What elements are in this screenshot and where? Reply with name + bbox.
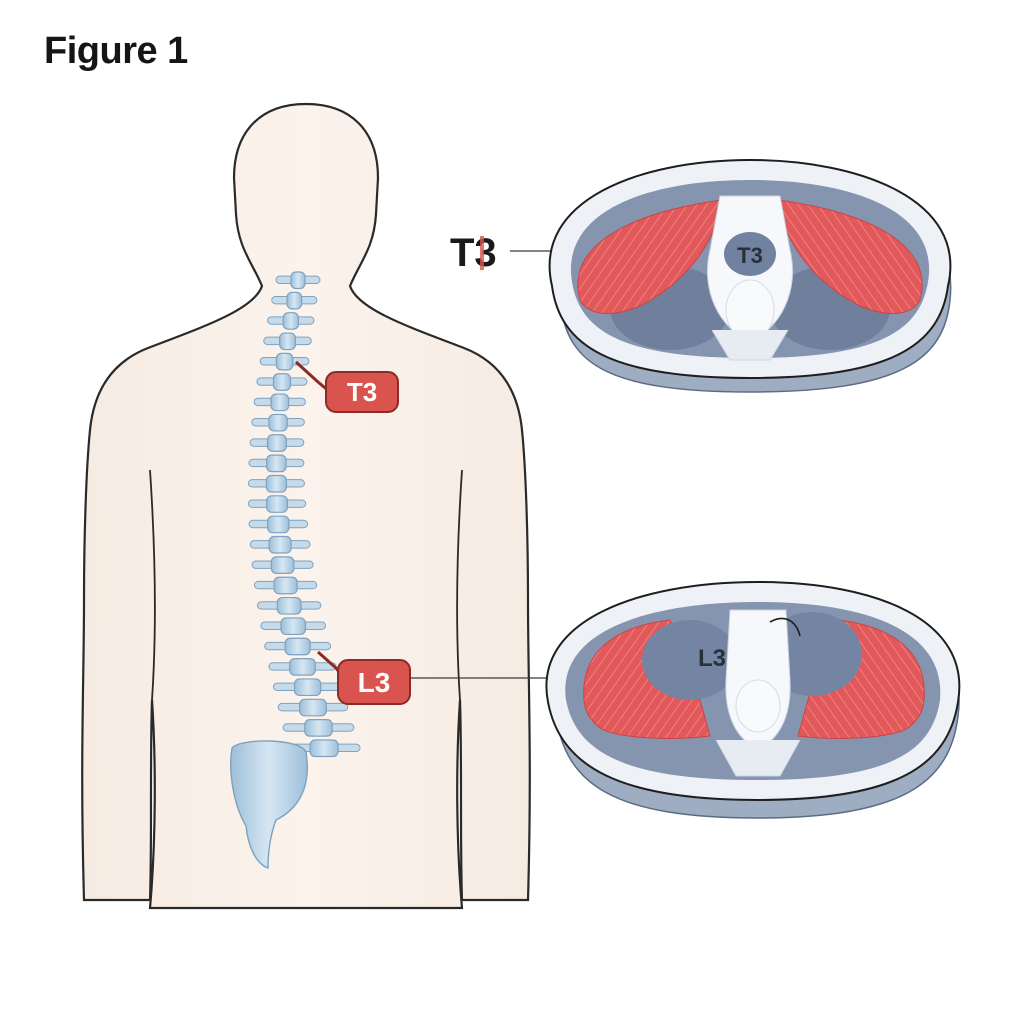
vertebra: [266, 434, 287, 452]
spine-label-t3-text: T3: [347, 377, 377, 407]
spine-label-l3: L3: [317, 650, 411, 705]
sacrum: [230, 740, 308, 869]
spine-label-l3-text: L3: [358, 667, 391, 698]
vertebra: [266, 454, 287, 473]
vertebra: [280, 617, 306, 636]
vertebra: [293, 678, 322, 697]
figure-title: Figure 1: [44, 30, 188, 72]
vertebra: [268, 535, 292, 554]
cross-section-l3: L3: [545, 580, 961, 819]
vertebra: [290, 271, 306, 290]
vertebra: [309, 739, 339, 758]
vertebra: [265, 474, 288, 493]
vertebra: [267, 515, 290, 534]
vertebra: [270, 393, 290, 412]
vertebra: [268, 413, 288, 432]
t3-side-label-marker: [480, 236, 484, 270]
spine-label-t3: T3: [294, 360, 399, 413]
vertebra: [286, 291, 303, 310]
vertebra: [282, 312, 300, 330]
vertebra: [273, 576, 298, 595]
section-t3-center-label: T3: [737, 243, 763, 268]
spine-illustration: [230, 271, 361, 869]
vertebra: [284, 637, 311, 656]
vertebra: [275, 352, 294, 371]
vertebra: [266, 495, 288, 513]
body-silhouette: [81, 102, 531, 910]
vertebra: [279, 332, 297, 351]
vertebra: [270, 556, 295, 574]
vertebra: [289, 658, 316, 676]
section-l3-center-label: L3: [698, 645, 726, 672]
vertebra: [276, 596, 302, 615]
section-t3-side-label: T3: [450, 231, 497, 275]
vertebra: [298, 698, 327, 717]
cross-section-t3: T3: [548, 158, 952, 393]
vertebra: [304, 719, 333, 737]
vertebra: [272, 373, 292, 391]
